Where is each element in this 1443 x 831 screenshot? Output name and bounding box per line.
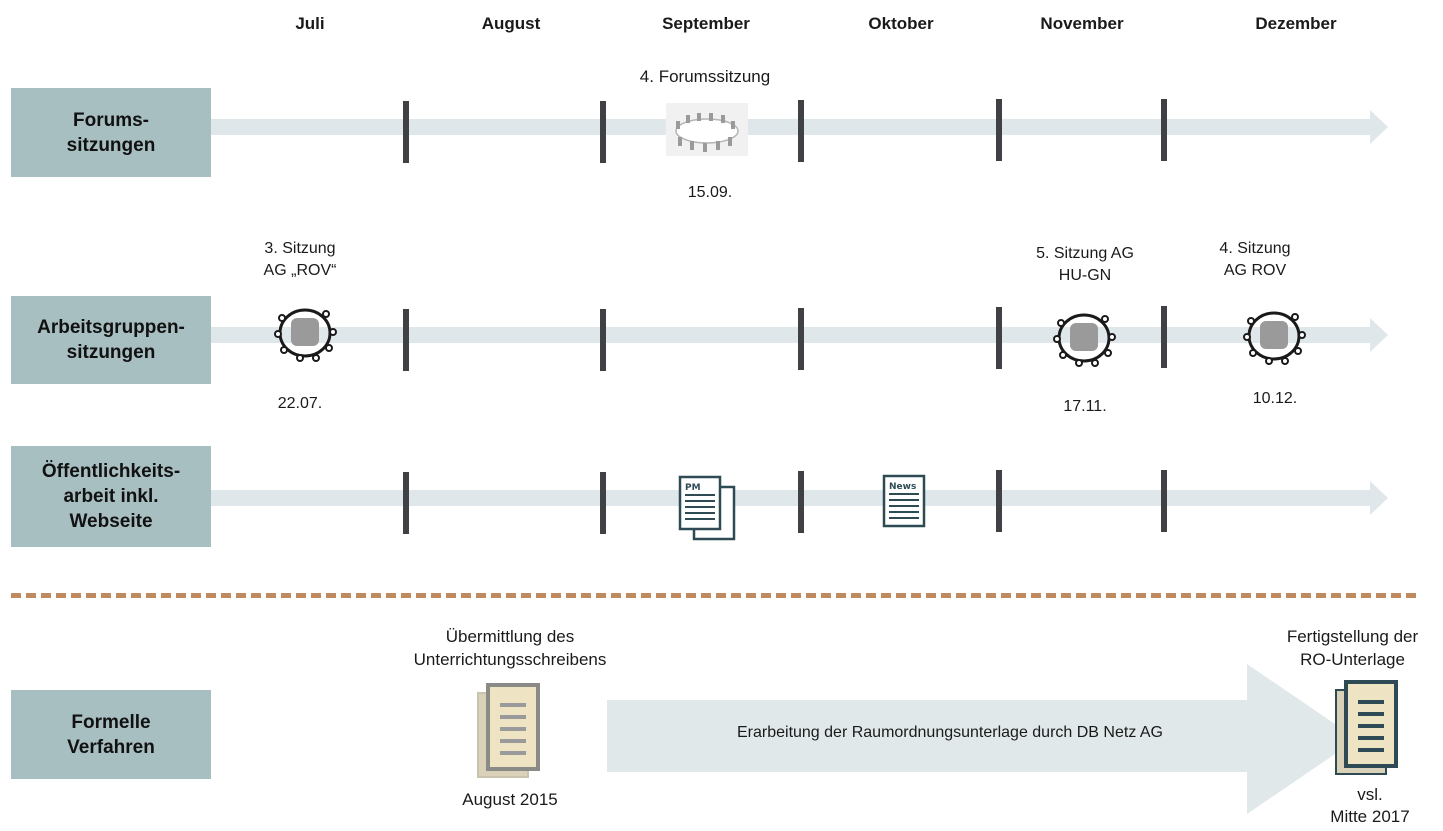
- event-date-forumssitzung: 15.09.: [687, 184, 733, 201]
- row-label-formelle-verfahren: Formelle Verfahren: [11, 690, 211, 779]
- formal-start-date: August 2015: [462, 790, 558, 809]
- section-divider: [11, 593, 1416, 598]
- process-arrow-label: Erarbeitung der Raumordnungsunterlage du…: [736, 724, 1163, 741]
- document-icon-end: [1335, 680, 1398, 775]
- month-august: August: [481, 14, 541, 33]
- group-meeting-icon: [274, 308, 337, 362]
- group-meeting-icon: [1243, 311, 1306, 365]
- month-divider: [600, 101, 606, 163]
- month-divider: [1161, 99, 1167, 161]
- month-divider: [798, 100, 804, 162]
- month-divider: [1161, 306, 1167, 368]
- event-date-ag-sitzung-5: 17.11.: [1063, 398, 1107, 415]
- month-dezember: Dezember: [1255, 14, 1337, 33]
- timeline-arrowhead-ag: [1370, 318, 1388, 352]
- event-title-ag-sitzung-3: 3. Sitzung AG „ROV“: [263, 240, 337, 279]
- month-divider: [600, 472, 606, 534]
- month-divider: [996, 99, 1002, 161]
- row-label-forumssitzungen: Forums- sitzungen: [11, 88, 211, 177]
- press-release-label: PM: [685, 483, 701, 493]
- month-divider: [1161, 470, 1167, 532]
- timeline-arrowhead-oeffentlichkeit: [1370, 481, 1388, 515]
- event-title-forumssitzung: 4. Forumssitzung: [639, 67, 771, 86]
- formal-end-title: Fertigstellung der RO-Unterlage: [1286, 627, 1419, 669]
- row-label-oeffentlichkeitsarbeit: Öffentlichkeits- arbeit inkl. Webseite: [11, 446, 211, 547]
- row-label-arbeitsgruppensitzungen: Arbeitsgruppen- sitzungen: [11, 296, 211, 384]
- month-divider: [403, 472, 409, 534]
- timeline-track-forum: [211, 119, 1376, 135]
- round-table-icon: [666, 103, 748, 156]
- newsletter-icon: News: [882, 474, 926, 528]
- formal-end-date: vsl. Mitte 2017: [1330, 785, 1410, 826]
- newsletter-label: News: [889, 482, 916, 492]
- event-title-ag-sitzung-5: 5. Sitzung AG HU-GN: [1036, 245, 1134, 284]
- month-juli: Juli: [295, 14, 325, 33]
- month-divider: [996, 307, 1002, 369]
- month-divider: [600, 309, 606, 371]
- process-arrow: [607, 664, 1357, 814]
- month-divider: [403, 309, 409, 371]
- month-divider: [996, 470, 1002, 532]
- month-november: November: [1040, 14, 1124, 33]
- document-icon-start: [477, 683, 540, 778]
- timeline-track-oeffentlichkeit: [211, 490, 1376, 506]
- month-oktober: Oktober: [868, 14, 934, 33]
- group-meeting-icon: [1053, 313, 1116, 367]
- month-divider: [798, 308, 804, 370]
- event-title-ag-sitzung-4: 4. Sitzung AG ROV: [1219, 240, 1291, 279]
- event-date-ag-sitzung-4: 10.12.: [1252, 390, 1298, 407]
- month-divider: [403, 101, 409, 163]
- press-release-icon: PM: [678, 475, 736, 541]
- event-date-ag-sitzung-3: 22.07.: [277, 395, 323, 412]
- month-september: September: [662, 14, 750, 33]
- formal-start-title: Übermittlung des Unterrichtungsschreiben…: [413, 627, 607, 669]
- timeline-track-ag: [211, 327, 1376, 343]
- timeline-arrowhead-forum: [1370, 110, 1388, 144]
- month-divider: [798, 471, 804, 533]
